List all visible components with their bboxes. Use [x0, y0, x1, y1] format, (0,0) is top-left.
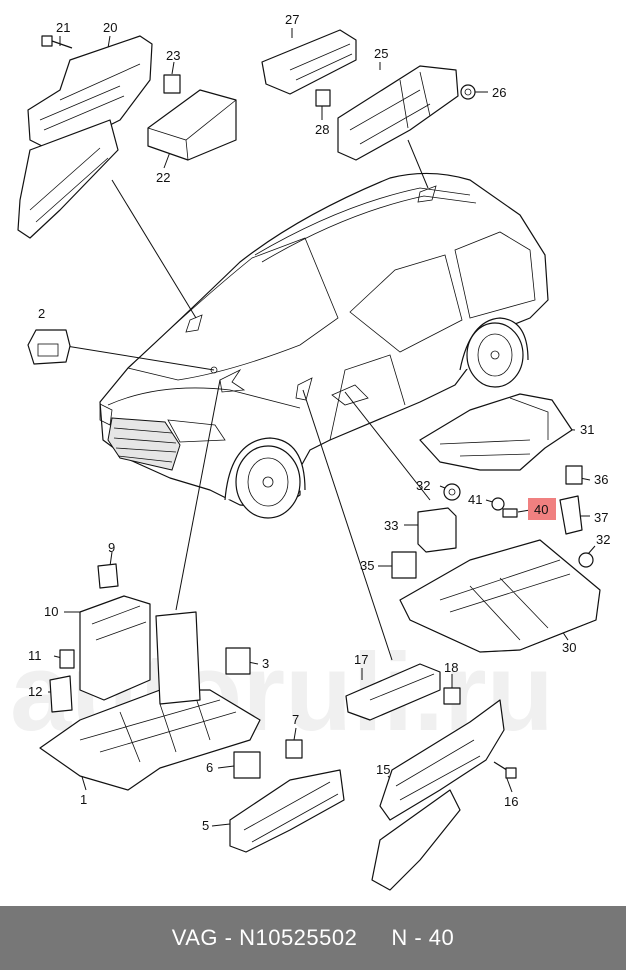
callout-20: 20	[103, 20, 117, 35]
part-6-relay	[233, 751, 261, 779]
callout-26: 26	[492, 85, 506, 100]
part-41-nut	[491, 497, 505, 511]
part-12-insert	[49, 675, 73, 713]
callout-30: 30	[562, 640, 576, 655]
part-21-bolt	[41, 35, 73, 49]
leader-lines	[48, 28, 596, 827]
highlight-box-40	[528, 498, 556, 520]
part-number: VAG - N10525502	[171, 925, 358, 950]
part-7-fuse	[285, 739, 303, 759]
callout-32-upper: 32	[416, 478, 430, 493]
part-20-control-unit-bracket	[17, 35, 153, 239]
callout-33: 33	[384, 518, 398, 533]
callout-32-lower: 32	[596, 532, 610, 547]
callout-3: 3	[262, 656, 269, 671]
part-16-bolt	[493, 761, 517, 779]
callout-40: 40	[534, 502, 548, 517]
callout-23: 23	[166, 48, 180, 63]
callout-11: 11	[28, 648, 42, 663]
part-30-fuse-box	[399, 539, 601, 653]
part-37-insert	[559, 495, 583, 535]
callout-9: 9	[108, 540, 115, 555]
callout-5: 5	[202, 818, 209, 833]
callout-2: 2	[38, 306, 45, 321]
part-26-nut	[460, 84, 476, 100]
callout-15: 15	[376, 762, 390, 777]
part-25-relay-carrier	[337, 65, 459, 161]
part-40-fuse	[502, 508, 518, 518]
callout-27: 27	[285, 12, 299, 27]
part-17-connector	[345, 663, 441, 721]
part-1-relay-carrier	[39, 611, 261, 791]
position-number: N - 40	[391, 925, 455, 950]
part-number-footer: VAG - N10525502 N - 40	[0, 906, 626, 970]
part-28-clip	[315, 89, 331, 107]
callout-31: 31	[580, 422, 594, 437]
part-23-clip	[163, 74, 181, 94]
callout-41: 41	[468, 492, 482, 507]
callout-36: 36	[594, 472, 608, 487]
callout-37: 37	[594, 510, 608, 525]
parts-diagram: autoruli.ru	[10, 12, 610, 891]
part-31-tray	[419, 393, 573, 471]
callout-18: 18	[444, 660, 458, 675]
callout-labels: 21 20 23 22 27 25 26 28 2 31 36 32 41 40…	[28, 12, 610, 833]
callout-10: 10	[44, 604, 58, 619]
part-15-control-unit-bracket	[371, 699, 505, 891]
part-22-module	[147, 89, 237, 161]
callout-7: 7	[292, 712, 299, 727]
part-32-nut-upper	[443, 483, 461, 501]
part-2-holder	[27, 329, 71, 365]
part-27-connector	[261, 29, 357, 95]
part-11-fuse	[59, 649, 75, 669]
callout-16: 16	[504, 794, 518, 809]
callout-17: 17	[354, 652, 368, 667]
callout-12: 12	[28, 684, 42, 699]
part-3-relay	[225, 647, 251, 675]
part-32-nut-lower	[578, 552, 594, 568]
part-18-clip	[443, 687, 461, 705]
part-10-bracket	[79, 595, 151, 701]
part-33-holder	[417, 507, 457, 553]
callout-35: 35	[360, 558, 374, 573]
callout-28: 28	[315, 122, 329, 137]
part-35-relay	[391, 551, 417, 579]
part-9-fuse	[97, 563, 119, 589]
callout-21: 21	[56, 20, 70, 35]
part-36-fuse	[565, 465, 583, 485]
callout-22: 22	[156, 170, 170, 185]
callout-25: 25	[374, 46, 388, 61]
part-5-connector-strip	[229, 769, 345, 853]
callout-1: 1	[80, 792, 87, 807]
callout-6: 6	[206, 760, 213, 775]
